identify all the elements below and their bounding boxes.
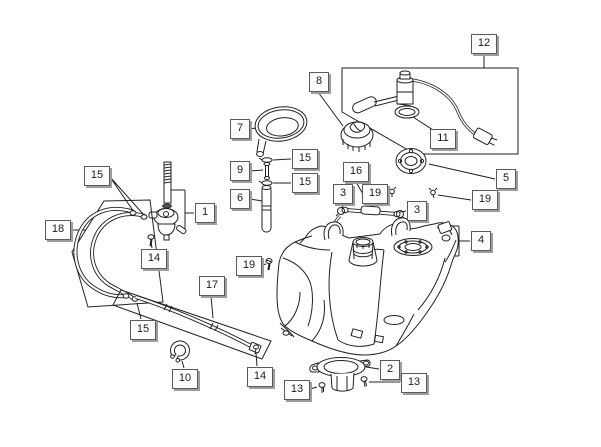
callout-14-b[interactable]: 14 [247,367,273,387]
callout-1[interactable]: 1 [195,203,215,223]
callout-15-b[interactable]: 15 [292,149,318,169]
screw-19-left-drawing [265,258,273,271]
callout-11[interactable]: 11 [430,129,456,149]
washer-pin-drawing [258,157,273,186]
screw-13-right-drawing [360,376,368,388]
hose-clamp-drawing [169,340,190,363]
kit-box-outline [341,67,519,155]
screw-14-bottom-drawing [253,344,259,355]
fuel-gauge-sender-drawing [352,70,498,146]
screw-13-left-drawing [318,382,326,393]
fuel-tank-drawing [276,217,459,356]
callout-19-a[interactable]: 19 [362,184,388,204]
bottom-bracket-drawing [309,357,371,392]
callout-13-a[interactable]: 13 [284,380,310,400]
callout-15-d[interactable]: 15 [130,320,156,340]
callout-3-a[interactable]: 3 [333,184,353,204]
fuel-tap-drawing [148,161,187,241]
clip-19-right-drawing [428,187,438,199]
sender-seal-drawing [394,105,420,119]
callout-4[interactable]: 4 [471,231,491,251]
clip-19-mid-drawing [387,186,397,197]
callout-15-a[interactable]: 15 [84,166,110,186]
fuel-cap-drawing [340,121,374,152]
callout-15-c[interactable]: 15 [292,173,318,193]
callout-19-c[interactable]: 19 [236,256,262,276]
rubber-pad-drawing [437,221,453,234]
callout-16[interactable]: 16 [343,162,369,182]
callout-9[interactable]: 9 [230,161,250,181]
callout-2[interactable]: 2 [380,360,400,380]
callout-7[interactable]: 7 [230,119,250,139]
callout-12[interactable]: 12 [471,34,497,54]
callout-5[interactable]: 5 [496,169,516,189]
screw-14-top-drawing [147,234,155,247]
callout-6[interactable]: 6 [230,189,250,209]
breather-tube-drawing [261,185,272,233]
callout-18[interactable]: 18 [45,220,71,240]
callout-3-b[interactable]: 3 [407,201,427,221]
filler-flange-drawing [395,148,427,174]
callout-10[interactable]: 10 [172,369,198,389]
callout-19-b[interactable]: 19 [472,190,498,210]
callout-8[interactable]: 8 [309,72,329,92]
callout-13-b[interactable]: 13 [401,373,427,393]
filler-gasket-drawing [254,106,308,157]
callout-17[interactable]: 17 [199,276,225,296]
callout-14-a[interactable]: 14 [141,249,167,269]
